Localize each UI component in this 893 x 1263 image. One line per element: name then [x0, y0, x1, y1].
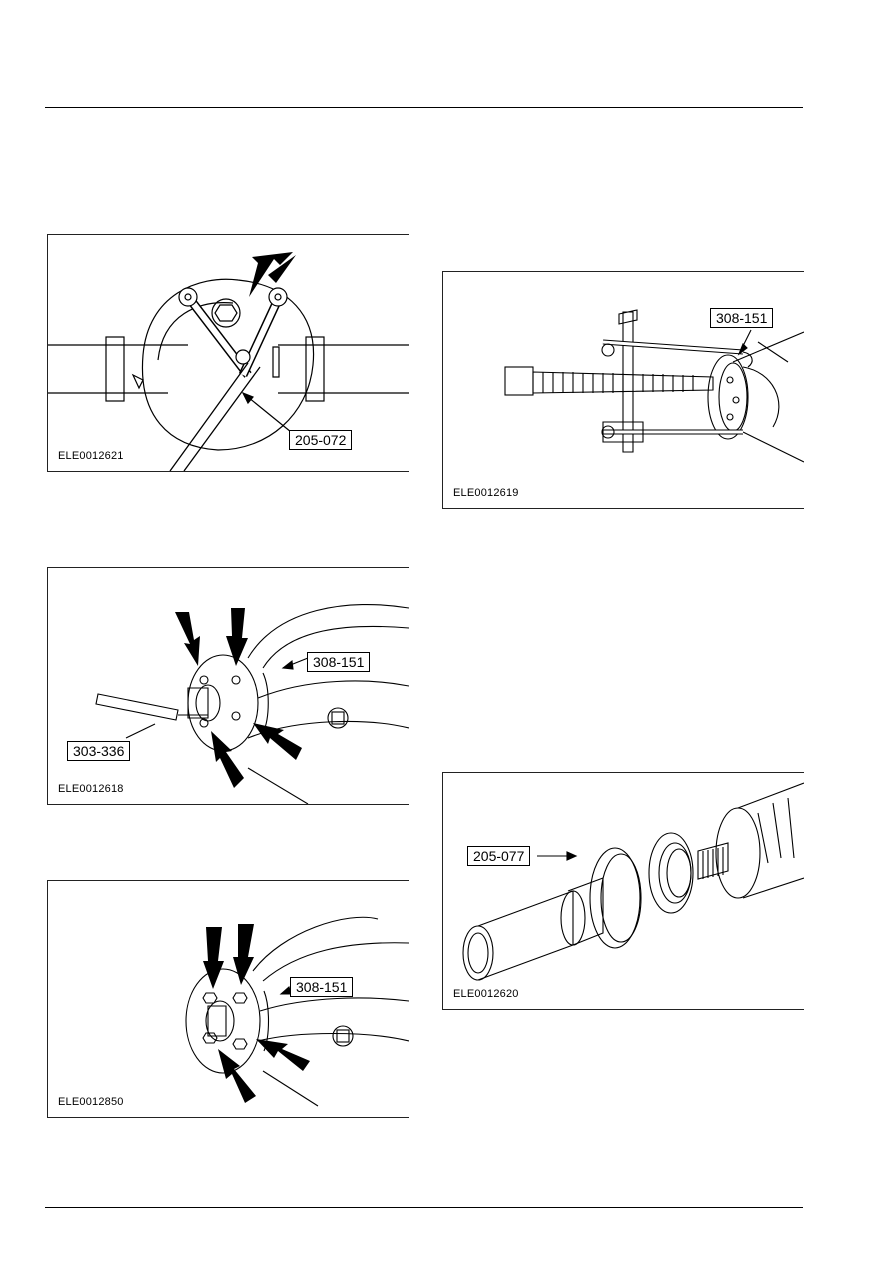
- figure-ele0012620: 205-077 ELE0012620: [442, 772, 804, 1010]
- figure-id: ELE0012620: [453, 988, 519, 1000]
- pointer-arrow-icon: [175, 612, 200, 666]
- figure-id: ELE0012618: [58, 783, 124, 795]
- figure-ele0012618: 308-151 303-336 ELE0012618: [47, 567, 409, 805]
- callout-205-072: 205-072: [289, 430, 353, 450]
- illustration-flange-wrench: [48, 252, 409, 471]
- callout-308-151: 308-151: [710, 308, 774, 328]
- figure-ele0012619: 308-151 ELE0012619: [442, 271, 804, 509]
- callout-205-077: 205-077: [467, 846, 531, 866]
- header-rule: [45, 107, 803, 108]
- figure-id: ELE0012621: [58, 450, 124, 462]
- figure-id: ELE0012619: [453, 487, 519, 499]
- illustration-flange-bolts: [185, 916, 409, 1107]
- figure-ele0012850: 308-151 ELE0012850: [47, 880, 409, 1118]
- illustration-flange-holes-marking: [95, 603, 409, 804]
- illustration-puller: [504, 309, 804, 463]
- pointer-arrow-icon: [203, 927, 224, 989]
- figure-id: ELE0012850: [58, 1096, 124, 1108]
- figure-ele0012621: 205-072 ELE0012621: [47, 234, 409, 472]
- illustration-seal-installer: [462, 782, 804, 981]
- callout-308-151: 308-151: [290, 977, 354, 997]
- pointer-arrow-icon: [249, 252, 293, 297]
- callout-303-336: 303-336: [67, 741, 131, 761]
- callout-308-151: 308-151: [307, 652, 371, 672]
- footer-rule: [45, 1207, 803, 1208]
